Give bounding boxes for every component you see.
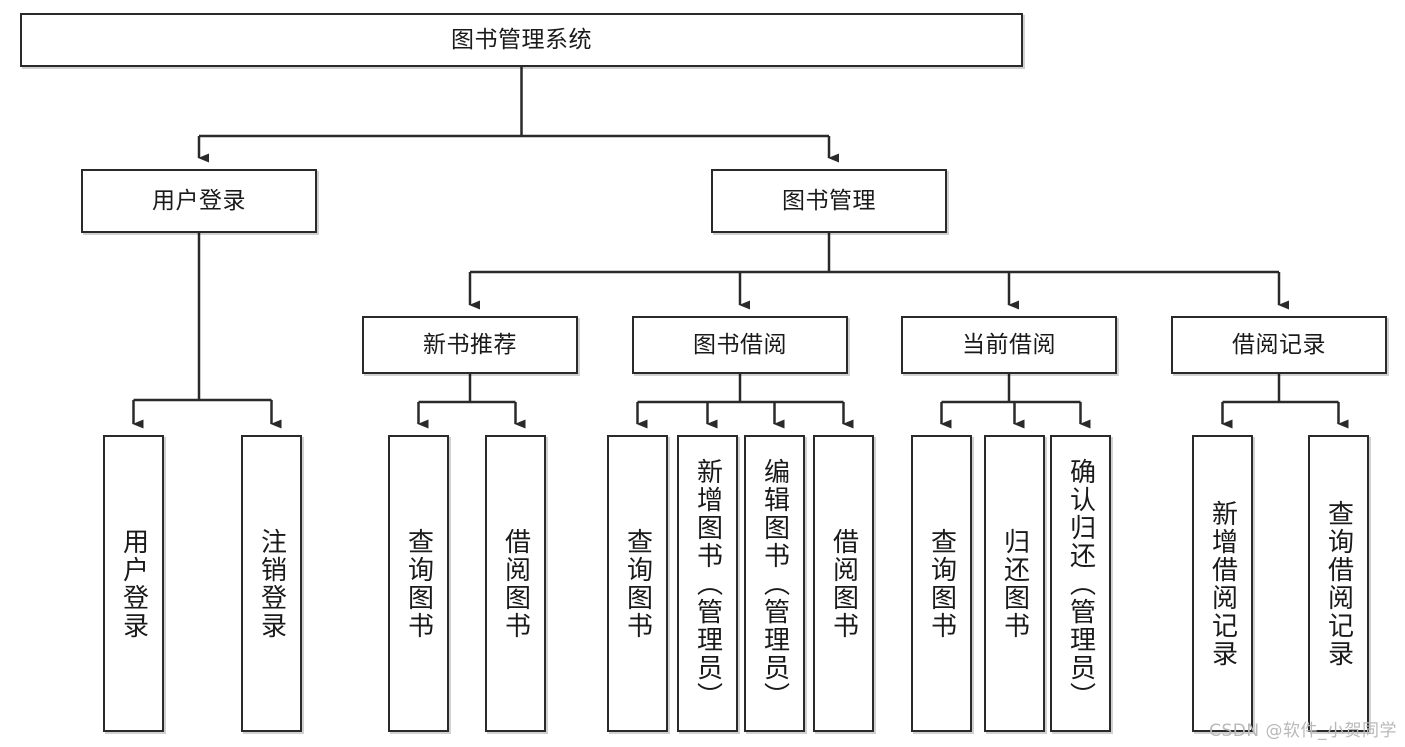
node-label: 图书管理 xyxy=(782,187,876,214)
node-label: 借阅图书 xyxy=(500,527,531,640)
node-leaf-bor-3[interactable]: 编辑图书（管理员） xyxy=(744,435,805,732)
node-label: 查询图书 xyxy=(622,527,653,640)
node-leaf-rec-1[interactable]: 新增借阅记录 xyxy=(1192,435,1253,732)
node-label: 借阅记录 xyxy=(1232,331,1326,358)
node-label: 新书推荐 xyxy=(423,331,517,358)
node-label: 新增图书（管理员） xyxy=(692,457,723,710)
node-label: 查询借阅记录 xyxy=(1323,499,1354,668)
node-label: 归还图书 xyxy=(999,527,1030,640)
node-leaf-login-2[interactable]: 注销登录 xyxy=(241,435,302,732)
node-leaf-new-2[interactable]: 借阅图书 xyxy=(485,435,546,732)
node-label: 新增借阅记录 xyxy=(1207,499,1238,668)
node-leaf-cur-2[interactable]: 归还图书 xyxy=(984,435,1045,732)
node-newbook[interactable]: 新书推荐 xyxy=(362,316,578,374)
node-label: 用户登录 xyxy=(152,187,246,214)
node-label: 用户登录 xyxy=(118,527,149,640)
node-label: 当前借阅 xyxy=(962,331,1056,358)
node-records[interactable]: 借阅记录 xyxy=(1171,316,1387,374)
node-bookmgmt[interactable]: 图书管理 xyxy=(711,169,947,233)
node-label: 图书借阅 xyxy=(693,331,787,358)
node-login[interactable]: 用户登录 xyxy=(81,169,317,233)
node-label: 借阅图书 xyxy=(828,527,859,640)
node-leaf-cur-1[interactable]: 查询图书 xyxy=(911,435,972,732)
node-leaf-new-1[interactable]: 查询图书 xyxy=(388,435,449,732)
node-leaf-bor-2[interactable]: 新增图书（管理员） xyxy=(677,435,738,732)
node-label: 注销登录 xyxy=(256,527,287,640)
node-leaf-bor-1[interactable]: 查询图书 xyxy=(607,435,668,732)
node-leaf-login-1[interactable]: 用户登录 xyxy=(103,435,164,732)
node-root[interactable]: 图书管理系统 xyxy=(20,13,1023,67)
node-leaf-rec-2[interactable]: 查询借阅记录 xyxy=(1308,435,1369,732)
node-borrow[interactable]: 图书借阅 xyxy=(632,316,848,374)
node-current[interactable]: 当前借阅 xyxy=(901,316,1117,374)
node-label: 编辑图书（管理员） xyxy=(759,457,790,710)
node-leaf-bor-4[interactable]: 借阅图书 xyxy=(813,435,874,732)
node-label: 确认归还（管理员） xyxy=(1065,457,1096,710)
node-label: 查询图书 xyxy=(926,527,957,640)
node-leaf-cur-3[interactable]: 确认归还（管理员） xyxy=(1050,435,1111,732)
node-label: 图书管理系统 xyxy=(451,26,592,53)
node-label: 查询图书 xyxy=(403,527,434,640)
